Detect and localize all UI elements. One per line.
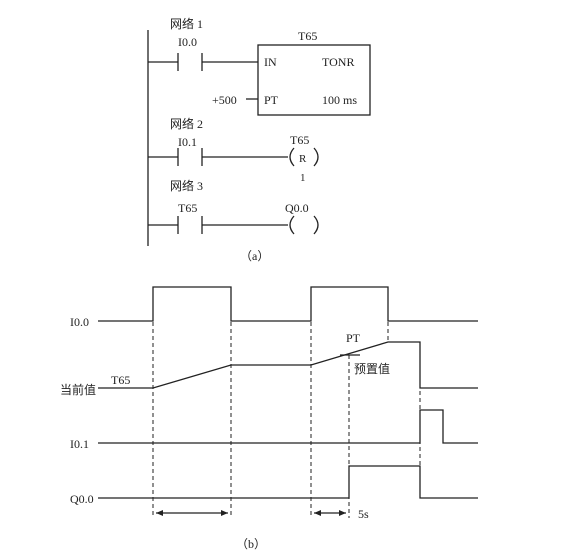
q00-waveform — [98, 465, 478, 499]
network3-contact-label: T65 — [178, 201, 197, 215]
network2-coil-right-arc — [313, 147, 319, 167]
current-value-waveform — [98, 341, 478, 389]
timer-preset: +500 — [212, 93, 237, 107]
timer-in-label: IN — [264, 55, 277, 69]
network2-title: 网络 2 — [170, 116, 203, 131]
i01-waveform — [98, 409, 478, 444]
timer-type: TONR — [322, 55, 354, 69]
network2-coil-count: 1 — [300, 172, 306, 184]
network1-title: 网络 1 — [170, 16, 203, 31]
caption-b: （b） — [236, 537, 266, 551]
interval-arrow-1-left-head — [156, 510, 163, 516]
interval-arrow-1-right-head — [221, 510, 228, 516]
ladder-diagram: 网络 1 I0.0 T65 IN TONR PT 100 ms +500 网络 … — [147, 16, 371, 263]
network2-coil-target: T65 — [290, 133, 309, 147]
timer-name: T65 — [298, 29, 317, 43]
network3-title: 网络 3 — [170, 178, 203, 193]
network1-contact-label: I0.0 — [178, 35, 197, 49]
pt-label: PT — [346, 331, 361, 345]
network3-coil-target: Q0.0 — [285, 201, 309, 215]
interval-label: 5s — [358, 507, 369, 521]
preset-label: 预置值 — [354, 361, 390, 376]
label-i00: I0.0 — [70, 315, 89, 329]
timing-waveforms: I0.0 T65 当前值 I0.1 Q0.0 PT 预置值 5s （b） — [60, 286, 478, 551]
label-i01: I0.1 — [70, 437, 89, 451]
timer-pt-label: PT — [264, 93, 279, 107]
tonr-box — [257, 44, 371, 116]
label-current-name: T65 — [111, 373, 130, 387]
label-q00: Q0.0 — [70, 492, 94, 506]
network2-coil-type: R — [299, 153, 307, 165]
network2-contact-label: I0.1 — [178, 135, 197, 149]
i00-waveform — [98, 286, 478, 322]
interval-arrow-2-left-head — [314, 510, 321, 516]
caption-a: （a） — [240, 249, 269, 263]
network3-coil-right-arc — [313, 215, 319, 235]
timer-resolution: 100 ms — [322, 93, 357, 107]
network3-coil-left-arc — [289, 215, 295, 235]
interval-arrow-2-right-head — [339, 510, 346, 516]
label-current-value: 当前值 — [60, 382, 96, 397]
network2-coil-left-arc — [289, 147, 295, 167]
